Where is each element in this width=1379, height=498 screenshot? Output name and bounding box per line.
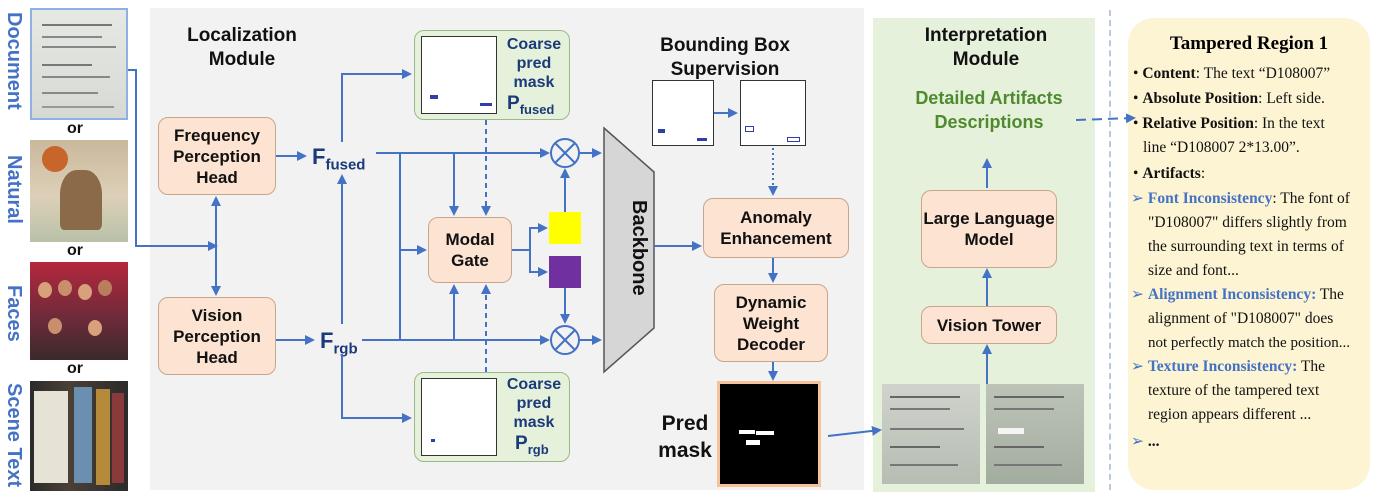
detailed-artifacts-output: Detailed Artifacts Descriptions (915, 88, 1063, 132)
pred-mask-label: Pred mask (658, 412, 712, 462)
vision-input-image-2 (986, 384, 1084, 484)
vision-tower: Vision Tower (921, 306, 1057, 344)
backbone-shape (603, 126, 655, 374)
or-2: or (67, 242, 83, 259)
font-inconsistency: ➢ Font Inconsistency: The font of (1131, 190, 1350, 207)
alignment-inconsistency-2: alignment of "D108007" does (1148, 310, 1334, 327)
texture-inconsistency: ➢ Texture Inconsistency: The (1131, 358, 1325, 375)
coarse-mask-top-image (421, 36, 497, 114)
natural-label: Natural (3, 154, 25, 224)
scene-text-label: Scene Text (3, 382, 25, 488)
coarse-mask-bottom-text: Coarse pred mask (506, 376, 562, 431)
interpretation-title: Interpretation Module (924, 25, 1048, 70)
yellow-weight (549, 212, 581, 244)
content-line: • Content: The text “D108007” (1133, 65, 1331, 82)
tampered-title: Tampered Region 1 (1169, 33, 1329, 54)
frequency-perception-head: Frequency Perception Head (158, 117, 276, 195)
natural-image (30, 140, 128, 242)
font-inconsistency-2: "D108007" differs slightly from (1148, 214, 1347, 231)
tampered-panel (1128, 18, 1370, 490)
vision-input-image-1 (882, 384, 980, 484)
coarse-mask-bottom: Coarse pred mask Prgb (414, 372, 570, 462)
artifacts-line: • Artifacts: (1133, 165, 1206, 182)
more-ellipsis: ➢ ... (1131, 433, 1160, 450)
font-inconsistency-4: size and font... (1148, 262, 1239, 279)
modal-gate: Modal Gate (428, 217, 512, 283)
document-image (30, 8, 128, 120)
absolute-position-line: • Absolute Position: Left side. (1133, 90, 1325, 107)
purple-weight (549, 256, 581, 288)
dynamic-weight-decoder: Dynamic Weight Decoder (714, 284, 828, 362)
pred-mask-image (717, 381, 821, 487)
bbox-box-image (740, 80, 806, 146)
texture-inconsistency-3: region appears different ... (1148, 406, 1312, 423)
f-fused-label: Ffused (312, 144, 366, 174)
divider-line (1109, 10, 1111, 490)
scene-text-image (30, 381, 128, 491)
vision-perception-head: Vision Perception Head (158, 297, 276, 375)
or-3: or (67, 360, 83, 377)
backbone-label: Backbone (628, 200, 650, 296)
p-fused-label: Pfused (507, 93, 555, 117)
anomaly-enhancement: Anomaly Enhancement (703, 198, 849, 258)
faces-label: Faces (3, 284, 25, 342)
coarse-mask-bottom-image (421, 378, 497, 456)
faces-image (30, 262, 128, 360)
f-rgb-label: Frgb (320, 328, 358, 358)
document-label: Document (3, 12, 25, 110)
p-rgb-label: Prgb (515, 433, 549, 457)
coarse-mask-top-text: Coarse pred mask (506, 36, 562, 91)
relative-position-line-2: line “D108007 2*13.00”. (1143, 139, 1300, 156)
or-1: or (67, 120, 83, 137)
relative-position-line: • Relative Position: In the text (1133, 115, 1325, 132)
localization-title: Localization Module (187, 25, 297, 70)
large-language-model: Large Language Model (921, 190, 1057, 268)
alignment-inconsistency-3: not perfectly match the position... (1148, 335, 1351, 351)
bbox-mask-image (652, 80, 714, 146)
alignment-inconsistency: ➢ Alignment Inconsistency: The (1131, 286, 1344, 303)
texture-inconsistency-2: texture of the tampered text (1148, 382, 1320, 399)
coarse-mask-top: Coarse pred mask Pfused (414, 30, 570, 120)
bbox-title: Bounding Box Supervision (660, 35, 790, 80)
font-inconsistency-3: the surrounding text in terms of (1148, 238, 1344, 255)
